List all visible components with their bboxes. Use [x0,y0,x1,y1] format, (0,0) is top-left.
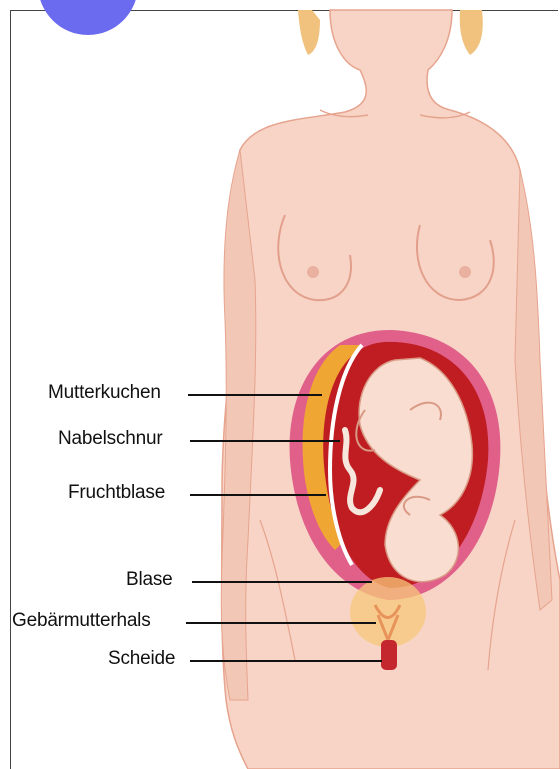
right-nipple [459,266,471,278]
vagina [381,640,397,670]
leader-placenta [188,394,322,396]
leader-cervix [186,622,376,624]
label-bladder: Blase [126,569,173,591]
leader-umbilical-cord [190,440,340,442]
label-cervix: Gebärmutterhals [12,610,151,632]
label-amniotic-sac: Fruchtblase [68,482,165,504]
leader-vagina [190,660,382,662]
leader-bladder [192,581,372,583]
left-nipple [307,266,319,278]
label-umbilical-cord: Nabelschnur [58,428,162,450]
badge-icon [38,0,138,35]
leader-amniotic-sac [190,494,326,496]
label-placenta: Mutterkuchen [48,382,161,404]
label-vagina: Scheide [108,648,175,670]
